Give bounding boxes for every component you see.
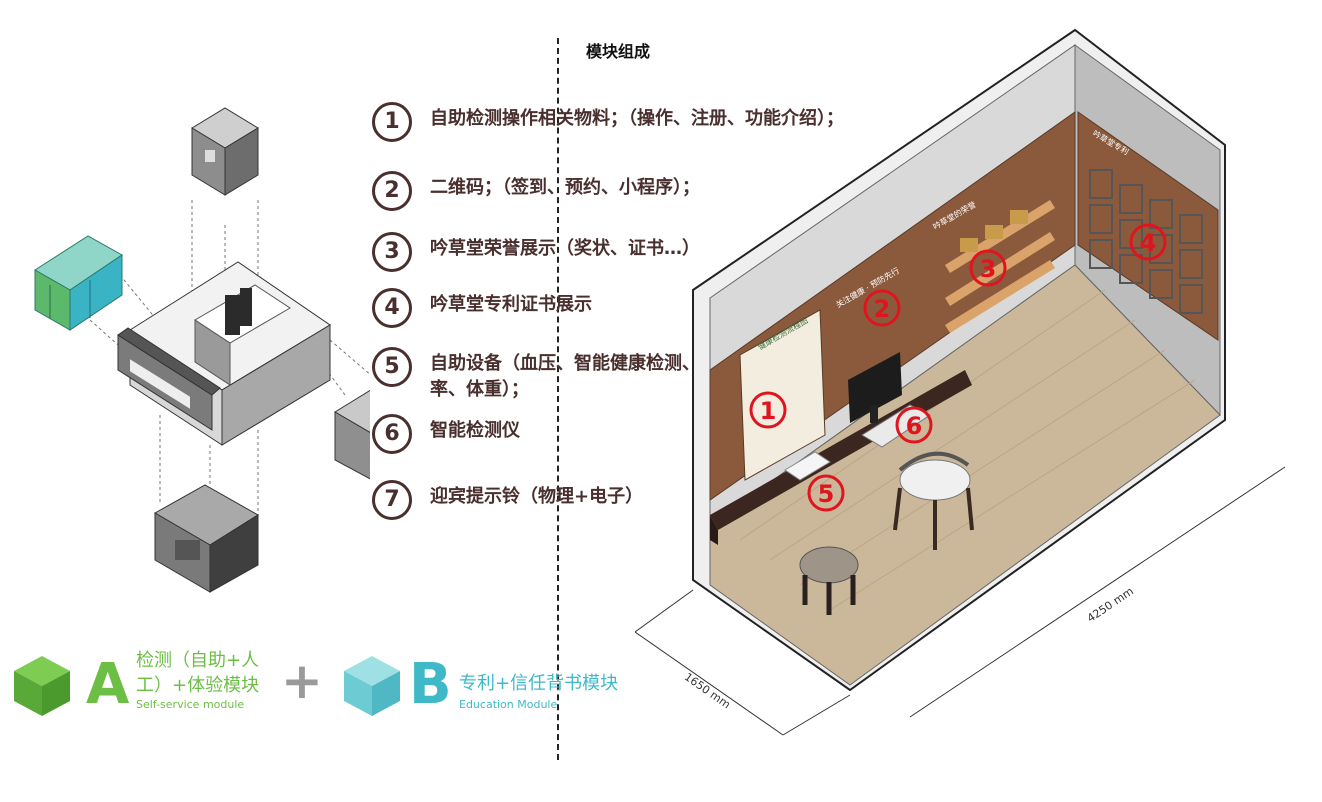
- green-module-box: [34, 235, 123, 331]
- item-text: 二维码；（签到、预约、小程序）；: [430, 177, 700, 198]
- marker-6: 6: [906, 412, 923, 440]
- legend-a-subtitle: Self-service module: [136, 698, 245, 711]
- main-building: [117, 261, 331, 446]
- item-number: 5: [372, 347, 412, 387]
- item-number: 3: [372, 232, 412, 272]
- dimension-length: 4250 mm: [1085, 585, 1136, 625]
- marker-1: 1: [760, 397, 777, 425]
- armchair: [893, 451, 974, 550]
- list-item: 4 吟草堂专利证书展示: [372, 288, 892, 332]
- item-number: 4: [372, 288, 412, 328]
- legend-b-subtitle: Education Module: [459, 698, 558, 711]
- item-text: 吟草堂专利证书展示: [430, 294, 592, 315]
- teal-cube-icon: [344, 656, 400, 716]
- health-flow-poster: [739, 309, 826, 481]
- marker-4: 4: [1140, 229, 1157, 257]
- list-item: 2 二维码；（签到、预约、小程序）；: [372, 171, 892, 215]
- legend-letter-b: B: [409, 652, 452, 717]
- item-text: 迎宾提示铃（物理+电子）: [430, 486, 644, 507]
- list-item: 5 自助设备（血压、智能健康检测、心率、体重）；: [372, 347, 892, 400]
- item-text: 智能检测仪: [430, 420, 520, 441]
- section-title: 模块组成: [586, 42, 651, 61]
- plus-sign: +: [281, 652, 323, 710]
- bottom-module-box: [153, 484, 259, 593]
- list-item: 1 自助检测操作相关物料；（操作、注册、功能介绍）；: [372, 102, 892, 146]
- dashed-divider: [557, 38, 559, 760]
- item-number: 1: [372, 102, 412, 142]
- right-module-box: [334, 389, 370, 480]
- item-text: 自助检测操作相关物料；（操作、注册、功能介绍）；: [430, 108, 844, 129]
- legend-b-title: 专利+信任背书模块: [459, 673, 619, 694]
- top-module-box: [191, 107, 259, 196]
- list-item: 7 迎宾提示铃（物理+电子）: [372, 480, 892, 524]
- item-text: 自助设备（血压、智能健康检测、心率、体重）；: [430, 353, 718, 400]
- marker-2: 2: [874, 295, 891, 323]
- exploded-isometric-diagram: [34, 107, 370, 593]
- round-stool: [799, 546, 859, 615]
- dimension-width: 1650 mm: [682, 670, 733, 711]
- green-cube-icon: [14, 656, 70, 716]
- list-item: 3 吟草堂荣誉展示（奖状、证书…）: [372, 232, 892, 276]
- legend-letter-a: A: [86, 652, 130, 717]
- item-number: 2: [372, 171, 412, 211]
- list-item: 6 智能检测仪: [372, 414, 892, 458]
- item-number: 6: [372, 414, 412, 454]
- marker-3: 3: [980, 255, 997, 283]
- marker-5: 5: [818, 480, 835, 508]
- item-text: 吟草堂荣誉展示（奖状、证书…）: [430, 238, 700, 259]
- item-number: 7: [372, 480, 412, 520]
- legend-a-title: 检测（自助+人工）+体验模块: [136, 650, 260, 696]
- isometric-room-render: 1650 mm 4250 mm 健康检测流程图 关注健康 · 预防先行 吟草堂的…: [634, 28, 1286, 736]
